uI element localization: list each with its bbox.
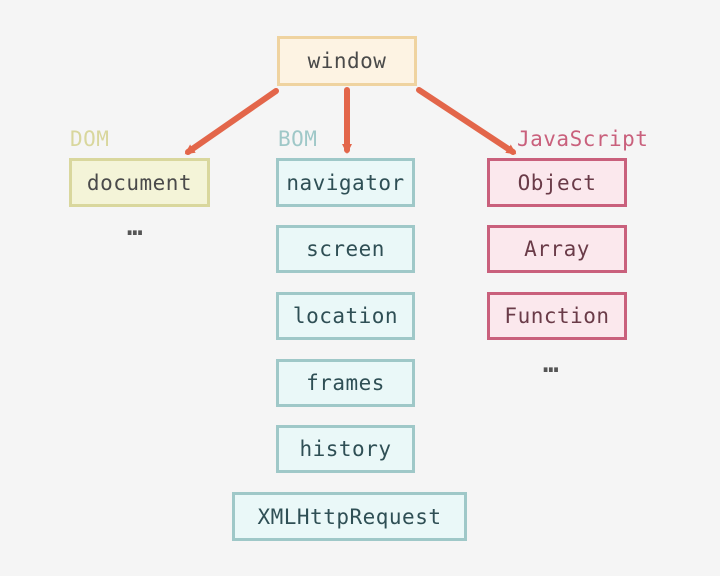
frames-node: frames bbox=[276, 359, 415, 407]
frames-label: frames bbox=[306, 371, 385, 395]
dom-ellipsis: … bbox=[127, 212, 144, 242]
object-node: Object bbox=[487, 158, 627, 207]
window-node: window bbox=[277, 36, 417, 86]
bom-group-label: BOM bbox=[278, 127, 318, 151]
xmlhttprequest-label: XMLHttpRequest bbox=[257, 504, 442, 529]
screen-node: screen bbox=[276, 225, 415, 273]
window-label: window bbox=[307, 49, 387, 73]
navigator-node: navigator bbox=[276, 158, 415, 207]
function-node: Function bbox=[487, 292, 627, 340]
history-label: history bbox=[299, 437, 392, 461]
dom-group-label: DOM bbox=[70, 127, 110, 151]
xmlhttprequest-node: XMLHttpRequest bbox=[232, 492, 467, 541]
javascript-ellipsis: … bbox=[543, 349, 560, 379]
navigator-label: navigator bbox=[286, 170, 405, 195]
location-label: location bbox=[292, 304, 399, 328]
document-node: document bbox=[69, 158, 210, 207]
history-node: history bbox=[276, 425, 415, 473]
array-node: Array bbox=[487, 225, 627, 273]
screen-label: screen bbox=[306, 237, 385, 261]
location-node: location bbox=[276, 292, 415, 340]
function-label: Function bbox=[504, 304, 610, 328]
arrow-window-to-dom bbox=[184, 88, 279, 155]
array-label: Array bbox=[524, 237, 590, 261]
document-label: document bbox=[86, 170, 193, 195]
javascript-group-label: JavaScript bbox=[517, 127, 649, 151]
arrow-window-to-js bbox=[416, 87, 517, 155]
object-label: Object bbox=[517, 170, 597, 195]
